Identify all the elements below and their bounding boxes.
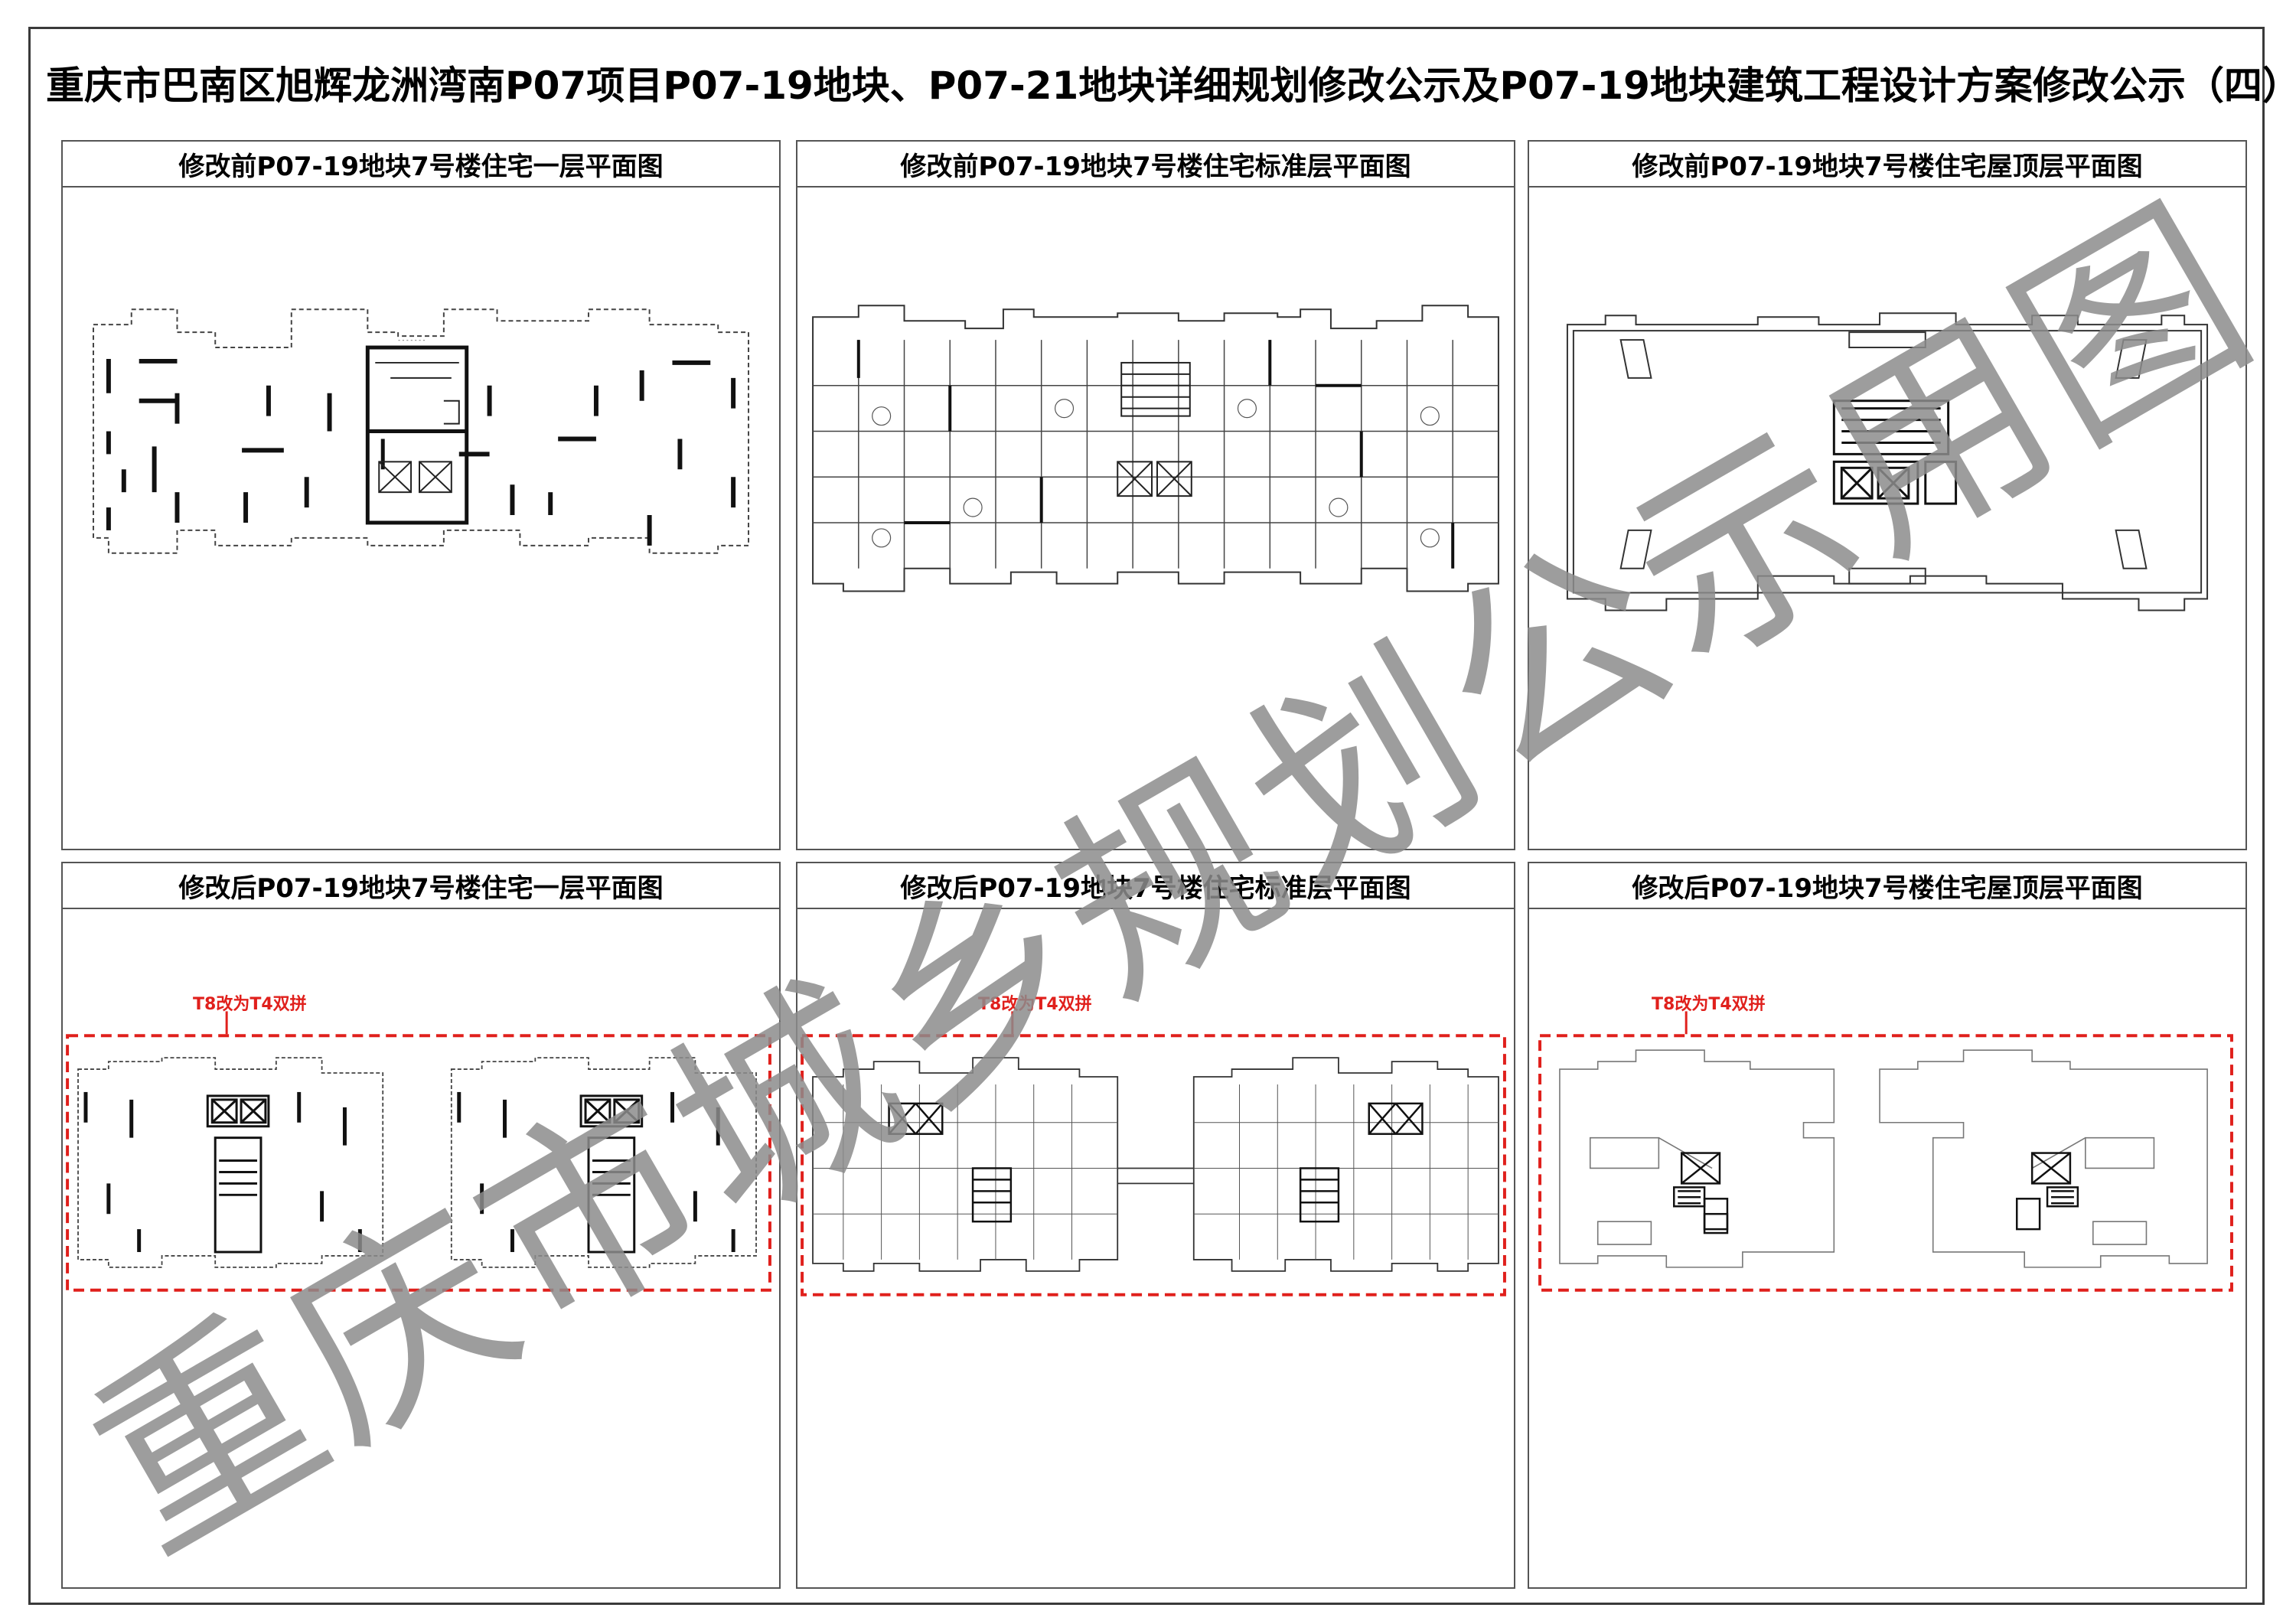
floor-plan-drawing [1529, 188, 2245, 849]
panel-heading: 修改前P07-19地块7号楼住宅一层平面图 [63, 142, 779, 188]
change-note: T8改为T4双拼 [1652, 995, 1766, 1014]
sheet-border [28, 27, 2265, 1605]
page-title: 重庆市巴南区旭辉龙洲湾南P07项目P07-19地块、P07-21地块详细规划修改… [46, 64, 2296, 108]
panel-after-roof-floor: 修改后P07-19地块7号楼住宅屋顶层平面图 T8改为T4双拼 [1528, 862, 2247, 1589]
panel-after-standard-floor: 修改后P07-19地块7号楼住宅标准层平面图 T8改为T [796, 862, 1515, 1589]
floor-plan-drawing: T8改为T4双拼 [1529, 909, 2245, 1587]
floor-plan-drawing: T8改为T4双拼 [63, 909, 779, 1587]
change-note: T8改为T4双拼 [978, 995, 1092, 1014]
change-note: T8改为T4双拼 [193, 995, 307, 1014]
ground-floor-plan-after [66, 1011, 771, 1292]
svg-text:- - - - - - -: - - - - - - - [398, 337, 425, 344]
standard-floor-plan-before [812, 305, 1499, 592]
panel-heading: 修改后P07-19地块7号楼住宅标准层平面图 [797, 863, 1514, 909]
panel-after-ground-floor: 修改后P07-19地块7号楼住宅一层平面图 [61, 862, 781, 1589]
panel-before-ground-floor: 修改前P07-19地块7号楼住宅一层平面图 [61, 140, 781, 850]
floor-plan-drawing: - - - - - - - [63, 188, 779, 849]
floor-plan-drawing: T8改为T4双拼 [797, 909, 1514, 1587]
panel-heading: 修改前P07-19地块7号楼住宅标准层平面图 [797, 142, 1514, 188]
panel-heading: 修改后P07-19地块7号楼住宅一层平面图 [63, 863, 779, 909]
ground-floor-plan-before: - - - - - - - [92, 308, 750, 554]
roof-floor-plan-after [1538, 1011, 2233, 1292]
standard-floor-plan-after [801, 1011, 1506, 1296]
panel-before-standard-floor: 修改前P07-19地块7号楼住宅标准层平面图 [796, 140, 1515, 850]
panel-before-roof-floor: 修改前P07-19地块7号楼住宅屋顶层平面图 [1528, 140, 2247, 850]
floor-plan-drawing [797, 188, 1514, 849]
roof-floor-plan-before [1566, 312, 2209, 611]
panel-heading: 修改前P07-19地块7号楼住宅屋顶层平面图 [1529, 142, 2245, 188]
panel-heading: 修改后P07-19地块7号楼住宅屋顶层平面图 [1529, 863, 2245, 909]
